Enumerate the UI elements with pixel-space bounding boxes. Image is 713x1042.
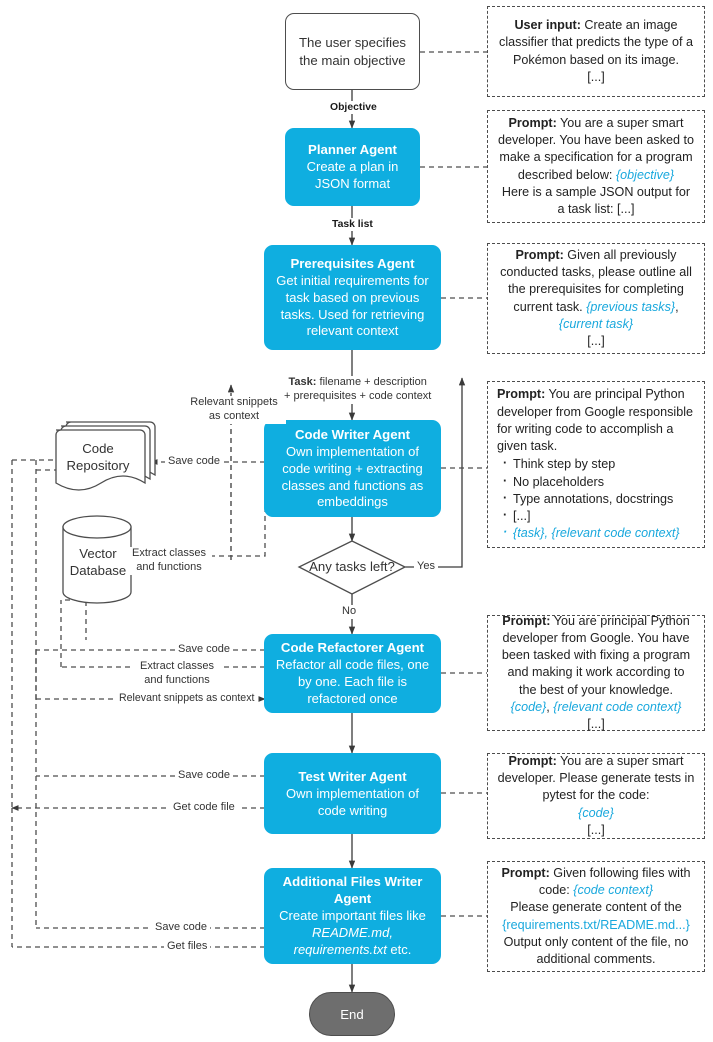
edge-label-save-code-additional: Save code <box>152 921 210 935</box>
node-vector-database[interactable]: Vector Database <box>51 541 145 583</box>
edge-label-task-list: Task list <box>329 218 376 231</box>
node-start-label: The user specifies the main objective <box>298 35 406 68</box>
decision-label: Any tasks left? <box>309 559 395 575</box>
node-planner-title: Planner Agent <box>308 142 397 158</box>
edge-label-extract-classes-writer: Extract classes and functions <box>126 547 212 575</box>
prompt-test-writer-body: Prompt: You are a super smart developer.… <box>497 753 695 803</box>
prompt-test-writer-var: {code} <box>578 805 614 820</box>
edge-label-relevant-snippets-as-context: Relevant snippets as context <box>182 396 286 424</box>
node-planner-agent[interactable]: Planner Agent Create a plan in JSON form… <box>285 128 420 206</box>
edge-label-objective: Objective <box>327 101 380 114</box>
node-start[interactable]: The user specifies the main objective <box>285 13 420 90</box>
prompt-bullet: Think step by step <box>497 455 695 473</box>
node-test-writer-agent[interactable]: Test Writer Agent Own implementation of … <box>264 753 441 834</box>
node-code-writer-title: Code Writer Agent <box>294 426 411 442</box>
node-code-writer-agent[interactable]: Code Writer Agent Own implementation of … <box>264 420 441 517</box>
vector-database-label-line2: Database <box>69 563 127 578</box>
prompt-additional-files-body2: Please generate content of the {requirem… <box>502 900 690 932</box>
node-prerequisites-subtitle: Get initial requirements for task based … <box>276 272 429 339</box>
code-repository-label-line1: Code <box>82 440 114 456</box>
prompt-bullet: Type annotations, docstrings <box>497 490 695 508</box>
node-test-writer-title: Test Writer Agent <box>298 768 407 784</box>
node-additional-files-subtitle: Create important files like README.md, r… <box>279 908 426 958</box>
prompt-prerequisites: Prompt: Given all previously conducted t… <box>487 243 705 354</box>
prompt-code-writer: Prompt: You are principal Python develop… <box>487 381 705 548</box>
prompt-code-writer-body: Prompt: You are principal Python develop… <box>497 387 694 454</box>
prompt-code-refactorer-ellipsis: [...] <box>587 717 605 732</box>
prompt-code-refactorer-vars: {code}, {relevant code context} <box>510 699 682 714</box>
prompt-user-input-body: User input: Create an image classifier t… <box>499 18 693 67</box>
edge-label-extract-classes-refactor: Extract classes and functions <box>133 660 221 688</box>
prompt-additional-files: Prompt: Given following files with code:… <box>487 861 705 972</box>
node-additional-files-title: Additional Files Writer Agent <box>282 874 423 907</box>
node-code-refactorer-subtitle: Refactor all code files, one by one. Eac… <box>275 657 430 707</box>
prompt-bullet-variable: {task}, {relevant code context} <box>497 524 695 542</box>
prompt-code-refactorer-body: Prompt: You are principal Python develop… <box>501 613 691 697</box>
prompt-user-input-ellipsis: [...] <box>587 69 605 84</box>
edge-label-task: Task: filename + description + prerequis… <box>281 376 435 404</box>
node-code-repository[interactable]: Code Repository <box>51 437 145 477</box>
node-end[interactable]: End <box>309 992 395 1036</box>
prompt-test-writer: Prompt: You are a super smart developer.… <box>487 753 705 839</box>
prompt-additional-files-body: Prompt: Given following files with code:… <box>501 865 691 897</box>
edge-label-no: No <box>339 605 360 619</box>
vector-database-label-line1: Vector <box>79 545 117 561</box>
prompt-bullet: No placeholders <box>497 473 695 491</box>
node-test-writer-subtitle: Own implementation of code writing <box>286 785 419 818</box>
node-prerequisites-title: Prerequisites Agent <box>290 255 415 271</box>
node-additional-files-writer-agent[interactable]: Additional Files Writer Agent Create imp… <box>264 868 441 964</box>
edge-label-save-code-writer: Save code <box>165 455 223 469</box>
edge-label-save-code-test: Save code <box>175 769 233 783</box>
prompt-bullet: [...] <box>497 507 695 525</box>
prompt-prerequisites-body: Prompt: Given all previously conducted t… <box>500 247 692 331</box>
prompt-additional-files-body3: Output only content of the file, no addi… <box>503 934 689 966</box>
prompt-test-writer-ellipsis: [...] <box>587 822 605 837</box>
prompt-prerequisites-ellipsis: [...] <box>587 334 605 348</box>
edge-label-get-code-file: Get code file <box>170 801 238 815</box>
prompt-code-writer-bullets: Think step by step No placeholders Type … <box>497 455 695 542</box>
edge-label-relevant-snippets-refactor: Relevant snippets as context <box>116 692 258 706</box>
prompt-planner: Prompt: You are a super smart developer.… <box>487 110 705 223</box>
node-code-writer-subtitle: Own implementation of code writing + ext… <box>281 443 424 510</box>
decision-any-tasks-left[interactable]: Any tasks left? <box>309 547 395 587</box>
edge-label-get-files: Get files <box>164 940 211 954</box>
prompt-planner-body2: Here is a sample JSON output for a task … <box>501 184 691 216</box>
prompt-user-input: User input: Create an image classifier t… <box>487 6 705 97</box>
prompt-code-refactorer: Prompt: You are principal Python develop… <box>487 613 705 732</box>
edge-label-save-code-refactor: Save code <box>175 643 233 657</box>
node-planner-subtitle: Create a plan in JSON format <box>306 159 399 192</box>
node-code-refactorer-agent[interactable]: Code Refactorer Agent Refactor all code … <box>264 634 441 713</box>
node-code-refactorer-title: Code Refactorer Agent <box>280 640 425 656</box>
code-repository-label-line2: Repository <box>66 458 130 473</box>
edge-label-yes: Yes <box>414 560 438 574</box>
node-end-label: End <box>340 1006 364 1022</box>
node-prerequisites-agent[interactable]: Prerequisites Agent Get initial requirem… <box>264 245 441 350</box>
prompt-planner-body: Prompt: You are a super smart developer.… <box>497 115 695 182</box>
